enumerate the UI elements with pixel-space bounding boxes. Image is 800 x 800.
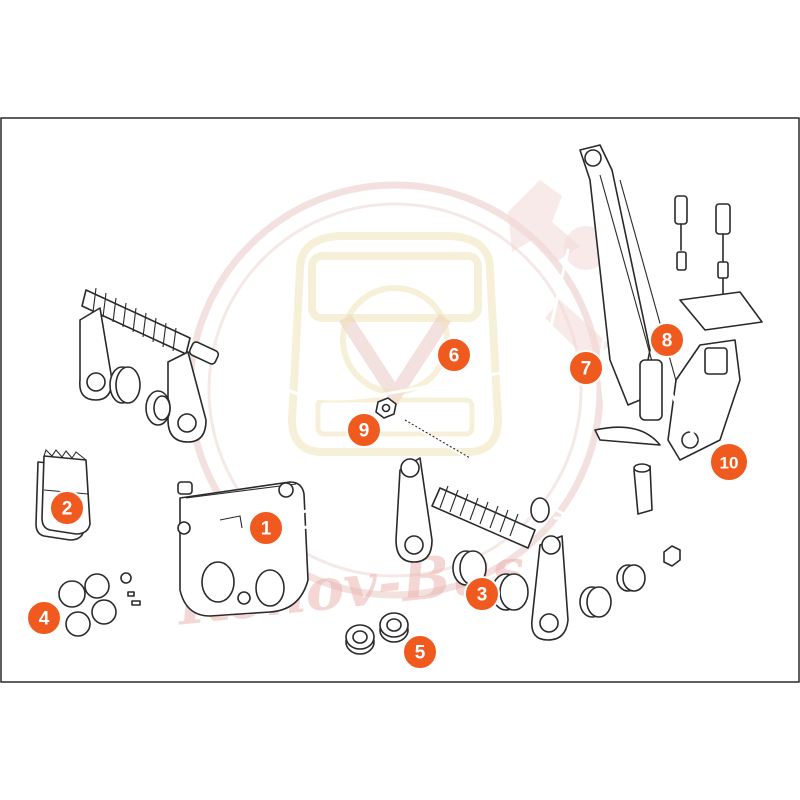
callout-3-label: 3 (477, 585, 488, 606)
bearings (345, 612, 409, 655)
callout-1: 1 (248, 510, 284, 546)
left-linkage-arms (79, 307, 207, 443)
bolt-and-sleeves (579, 545, 681, 618)
callout-7: 7 (568, 350, 604, 386)
callout-7-label: 7 (581, 359, 592, 380)
shift-rod (73, 248, 570, 401)
callout-9-label: 9 (359, 421, 370, 442)
callout-3: 3 (464, 576, 500, 612)
callout-6-label: 6 (449, 346, 460, 367)
callouts: 1 2 3 4 5 6 7 8 (26, 322, 749, 670)
curved-tube (553, 178, 731, 520)
callout-2: 2 (49, 490, 85, 526)
callout-5: 5 (402, 634, 438, 670)
callout-8-label: 8 (662, 331, 673, 352)
lever-arm (579, 144, 681, 446)
callout-4-label: 4 (39, 609, 50, 630)
callout-6: 6 (436, 337, 472, 373)
callout-10-label: 10 (720, 454, 739, 473)
callout-4: 4 (26, 600, 62, 636)
mounting-bracket (633, 291, 763, 515)
callout-8: 8 (649, 322, 685, 358)
callout-9: 9 (346, 412, 382, 448)
callout-2-label: 2 (62, 499, 73, 520)
callout-1-label: 1 (261, 519, 272, 540)
callout-10: 10 (709, 442, 749, 482)
callout-5-label: 5 (415, 643, 426, 664)
middle-linkage-arms (395, 457, 569, 641)
seal-rings (58, 572, 141, 637)
middle-boot (431, 485, 550, 549)
